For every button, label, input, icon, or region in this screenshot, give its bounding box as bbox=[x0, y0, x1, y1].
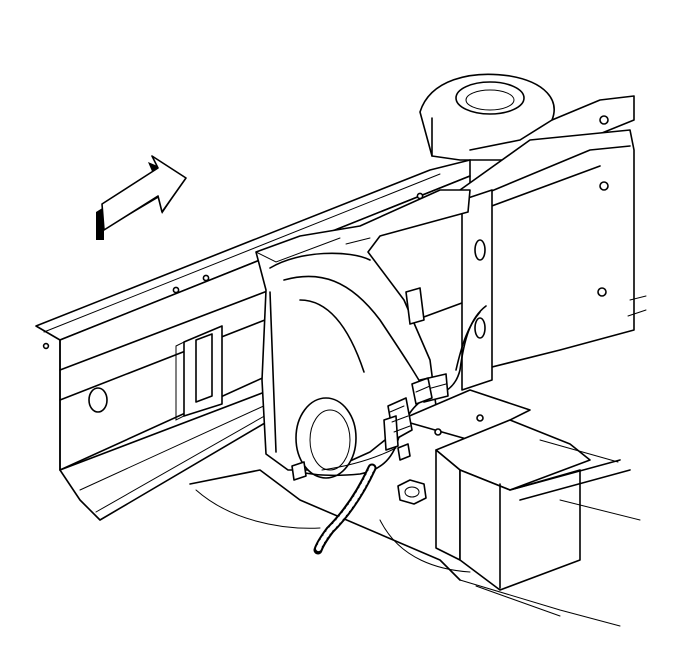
harness-connector bbox=[383, 397, 413, 461]
corrugated-conduit bbox=[313, 463, 377, 555]
crossmember bbox=[399, 389, 641, 591]
forward-direction-arrow-icon bbox=[96, 155, 187, 240]
lower-panel bbox=[189, 469, 621, 627]
side-plate bbox=[175, 325, 223, 421]
crossmember-box bbox=[459, 129, 647, 391]
pigtail-connector bbox=[411, 377, 433, 405]
retaining-bolt bbox=[397, 479, 427, 505]
